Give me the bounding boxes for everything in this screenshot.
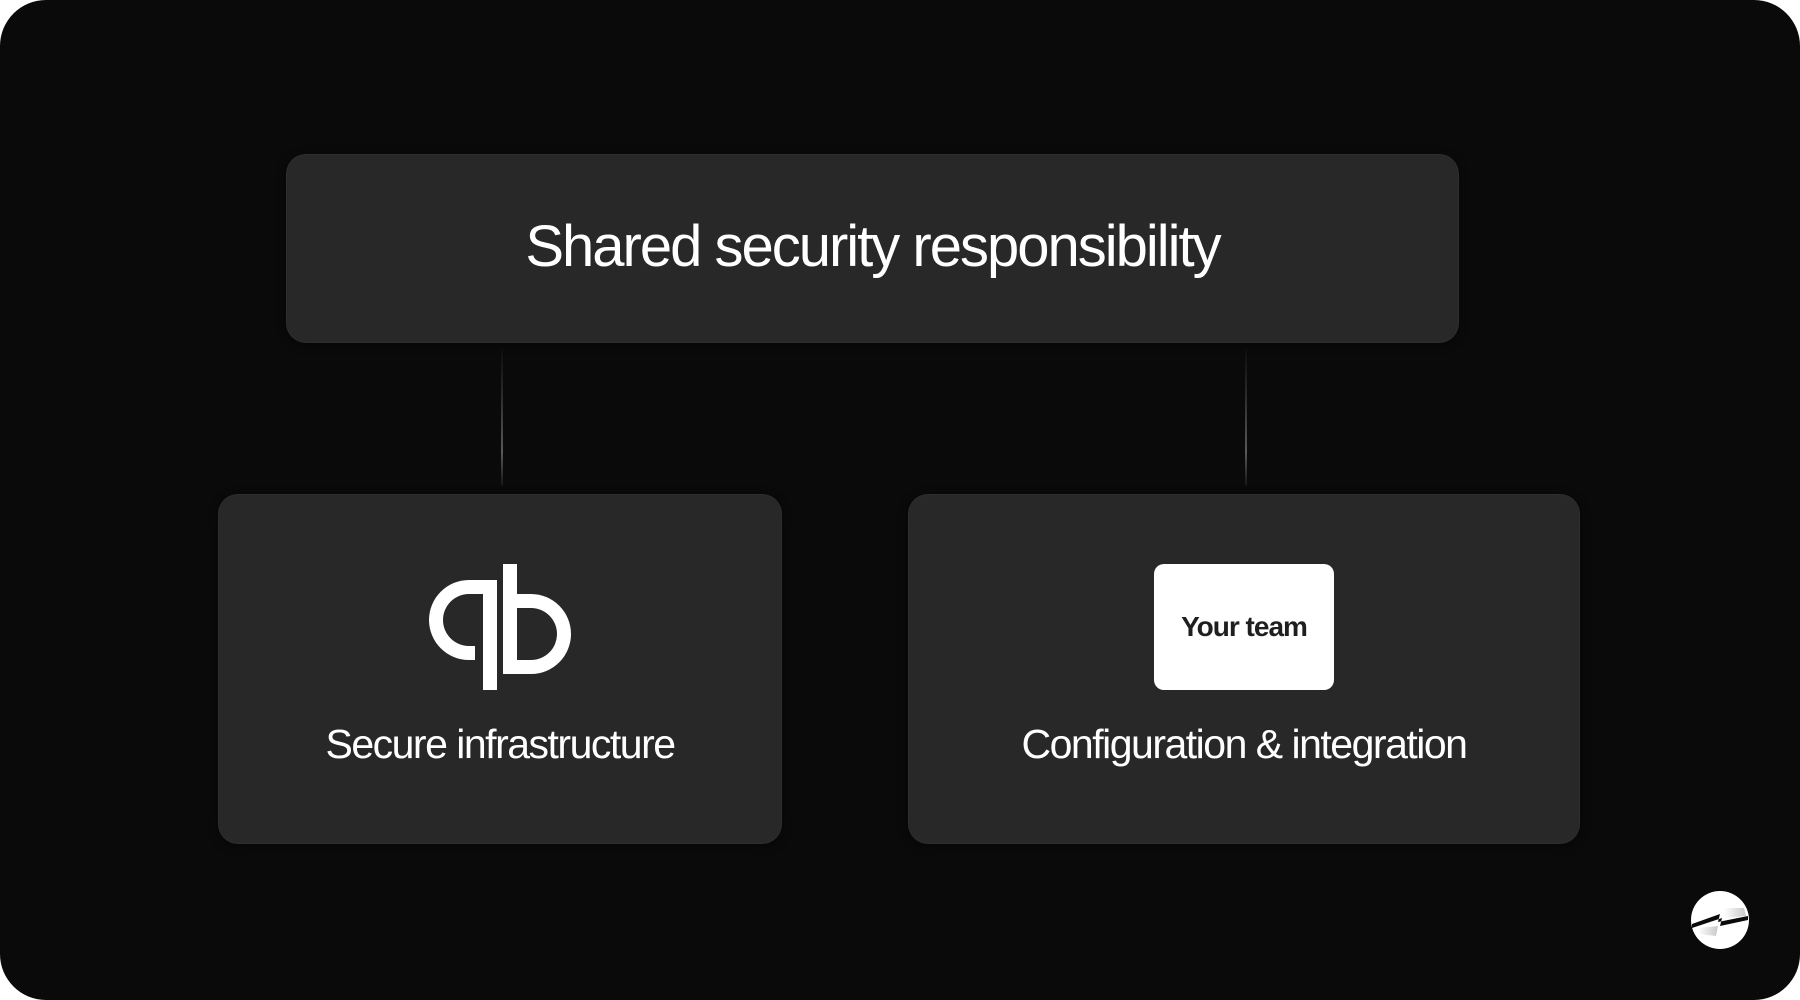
diagram-title: Shared security responsibility — [525, 213, 1221, 279]
customer-badge-container: Your team — [908, 564, 1580, 690]
provider-node-card: Secure infrastructure — [218, 494, 782, 844]
provider-label: Secure infrastructure — [325, 721, 676, 767]
connector-line-right — [1245, 350, 1247, 486]
your-team-badge-text: Your team — [1181, 611, 1308, 642]
customer-label: Configuration & integration — [1021, 721, 1468, 767]
root-node-card: Shared security responsibility — [286, 154, 1459, 343]
provider-logo-container — [218, 564, 782, 690]
bolt-circle-logo-icon — [1691, 891, 1749, 949]
qb-logo-icon — [429, 564, 571, 690]
connector-line-left — [501, 350, 503, 486]
customer-node-card: Your team Configuration & integration — [908, 494, 1580, 844]
your-team-badge: Your team — [1154, 564, 1334, 690]
